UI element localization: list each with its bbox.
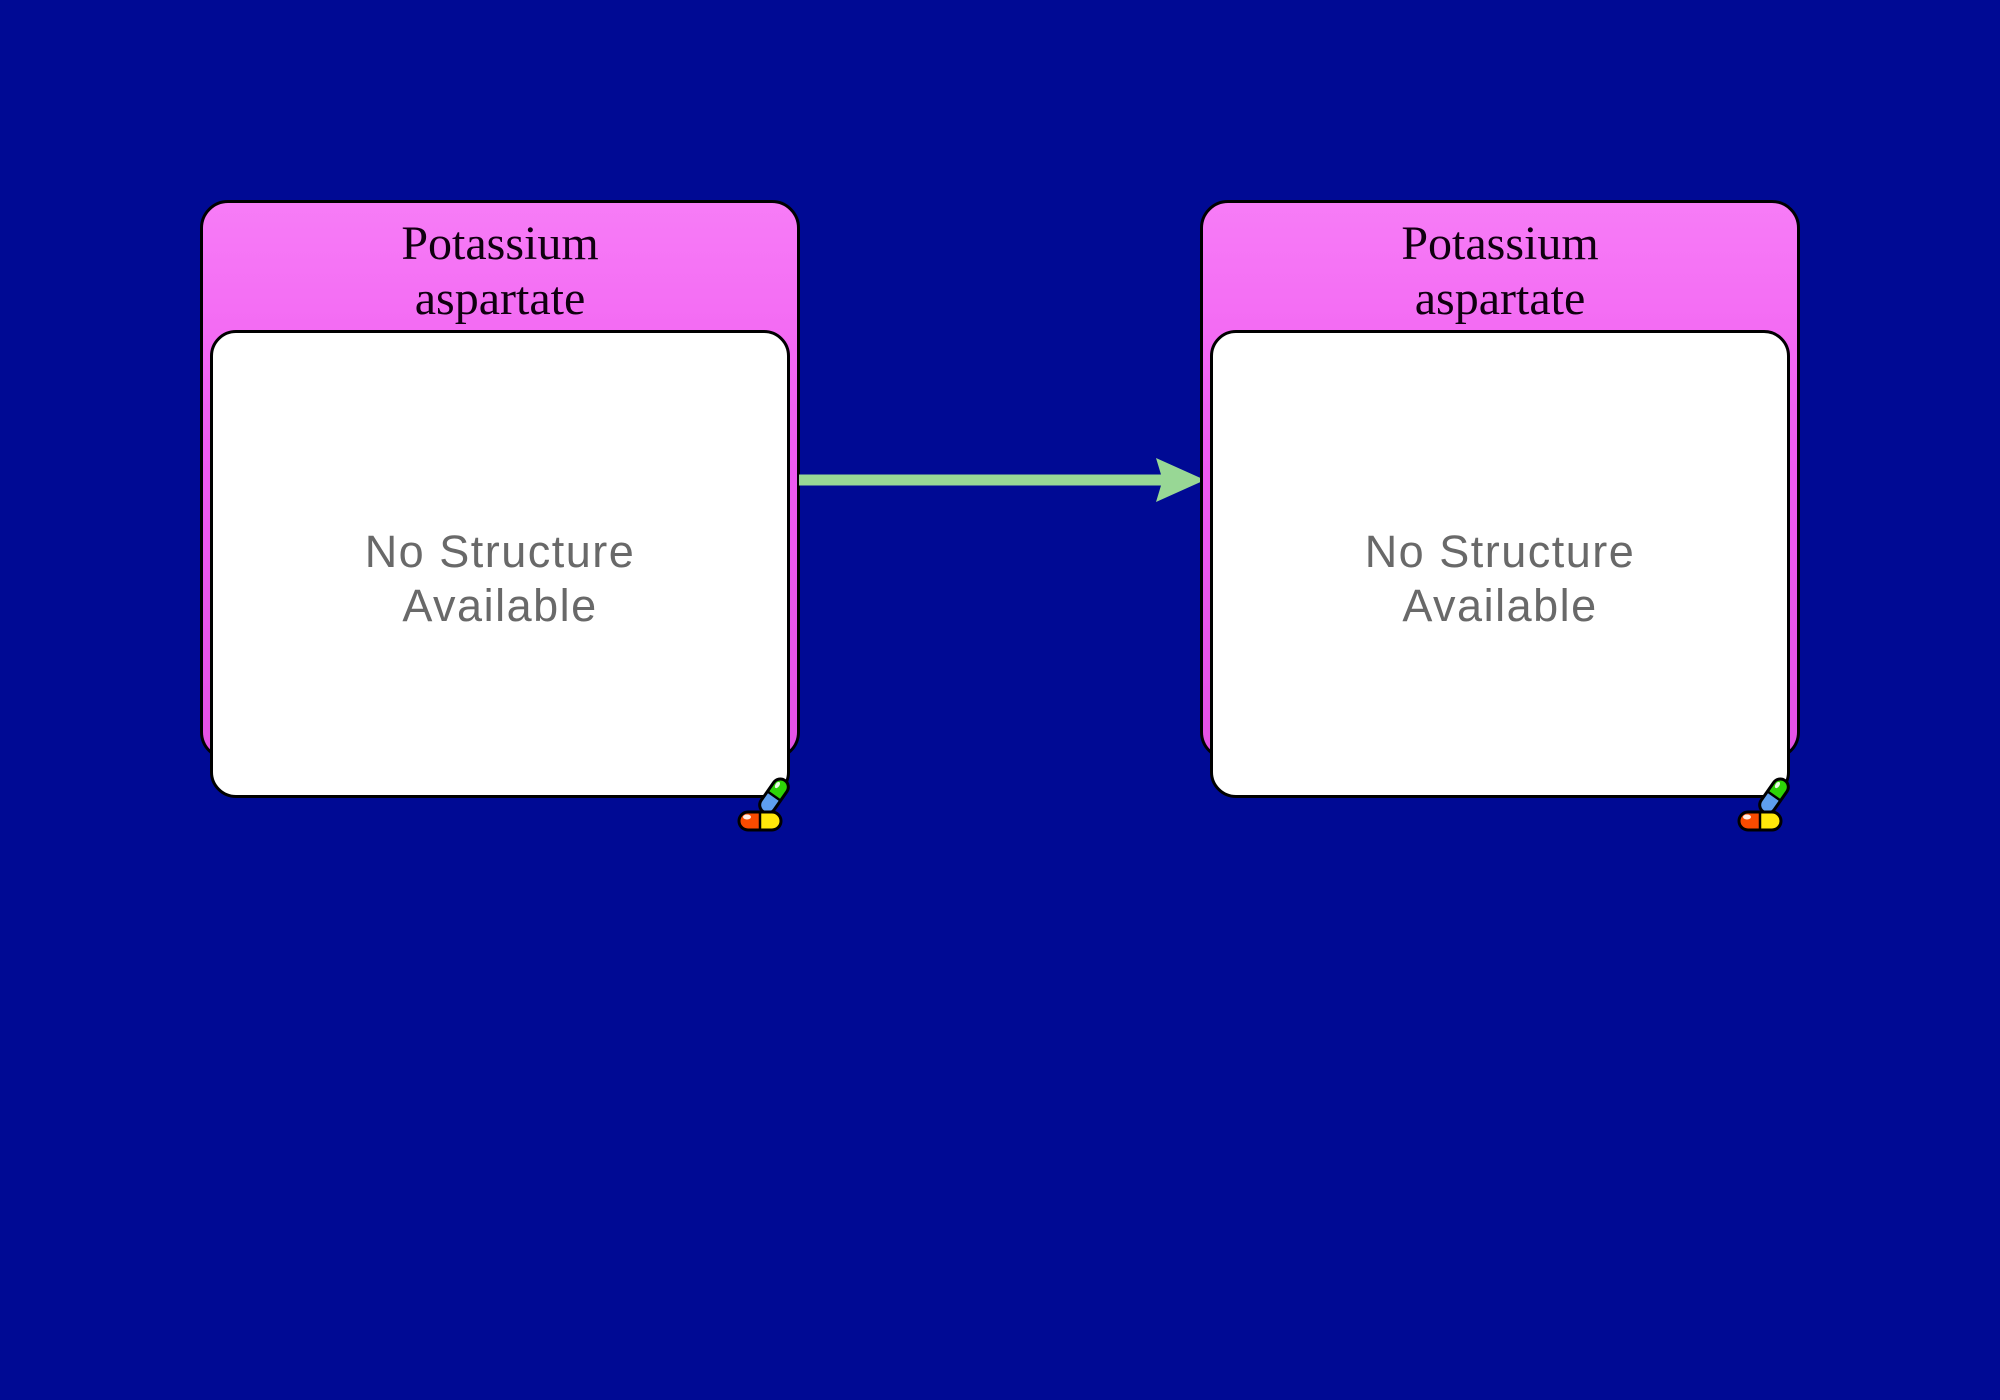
drug-name-label: Potassium aspartate xyxy=(401,217,599,325)
drug-pills-icon[interactable] xyxy=(737,776,797,832)
drug-pills-icon[interactable] xyxy=(1737,776,1797,832)
no-structure-label: No Structure Available xyxy=(364,526,636,631)
relationship-arrow-right-icon[interactable] xyxy=(799,455,1209,505)
drug-node-right[interactable]: Potassium aspartate No Structure Availab… xyxy=(1200,200,1800,830)
drug-name-label: Potassium aspartate xyxy=(1401,217,1599,325)
no-structure-label: No Structure Available xyxy=(1364,526,1636,631)
structure-panel: No Structure Available xyxy=(210,330,790,798)
structure-panel: No Structure Available xyxy=(1210,330,1790,798)
drug-node-left[interactable]: Potassium aspartate No Structure Availab… xyxy=(200,200,800,830)
